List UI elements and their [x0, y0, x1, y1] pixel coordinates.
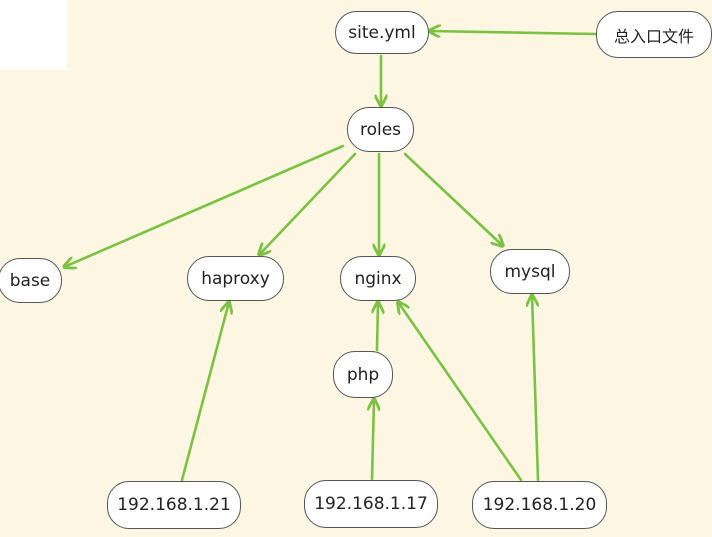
node-base[interactable]: base [0, 258, 62, 303]
node-mysql[interactable]: mysql [490, 249, 570, 294]
edge-php-to-nginx [377, 302, 378, 352]
node-haproxy[interactable]: haproxy [187, 256, 284, 301]
edge-ip20-to-nginx [398, 302, 523, 482]
node-php[interactable]: php [333, 351, 393, 398]
edge-ip20-to-mysql [532, 295, 540, 482]
edge-entry-to-site [429, 31, 597, 34]
node-site-yml[interactable]: site.yml [335, 11, 429, 54]
node-ip-192-168-1-21[interactable]: 192.168.1.21 [107, 481, 241, 529]
edge-ip21-to-haproxy [180, 302, 229, 482]
edge-roles-to-base [64, 144, 345, 267]
node-ip-192-168-1-17[interactable]: 192.168.1.17 [304, 480, 438, 528]
node-ip-192-168-1-20[interactable]: 192.168.1.20 [472, 481, 607, 529]
node-entry-file[interactable]: 总入口文件 [596, 11, 712, 58]
edge-roles-to-haproxy [259, 152, 357, 255]
edge-ip17-to-php [372, 399, 374, 481]
edge-roles-to-mysql [403, 152, 503, 246]
node-roles[interactable]: roles [347, 107, 414, 152]
background-patch [0, 0, 67, 70]
node-nginx[interactable]: nginx [340, 256, 416, 301]
